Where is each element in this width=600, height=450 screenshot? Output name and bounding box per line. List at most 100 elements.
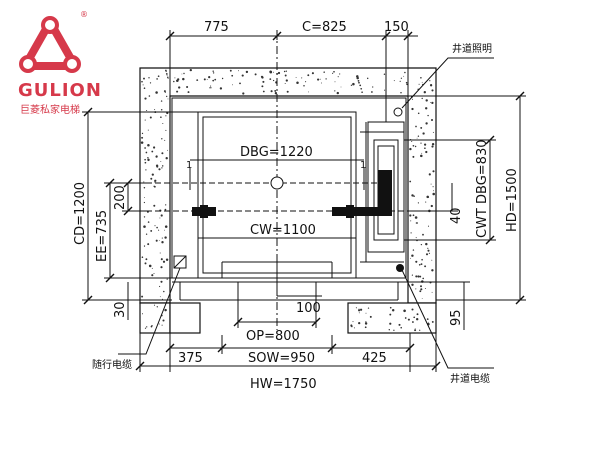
concrete-speckle — [421, 81, 423, 83]
concrete-speckle — [307, 74, 310, 77]
dim-hw: HW=1750 — [250, 377, 317, 392]
concrete-speckle — [303, 84, 305, 87]
concrete-speckle — [317, 78, 320, 81]
concrete-speckle — [284, 83, 286, 84]
concrete-speckle — [433, 190, 434, 192]
concrete-speckle — [417, 112, 420, 115]
concrete-speckle — [165, 69, 167, 72]
concrete-speckle — [428, 252, 431, 254]
concrete-speckle — [158, 239, 160, 241]
concrete-speckle — [404, 71, 406, 74]
concrete-speckle — [384, 89, 386, 91]
concrete-speckle — [400, 92, 402, 94]
concrete-speckle — [196, 79, 199, 81]
concrete-speckle — [153, 304, 156, 306]
concrete-speckle — [364, 326, 367, 329]
concrete-speckle — [426, 195, 429, 199]
concrete-speckle — [242, 92, 245, 95]
concrete-speckle — [365, 312, 367, 314]
concrete-speckle — [417, 135, 420, 137]
concrete-speckle — [353, 327, 355, 329]
concrete-speckle — [167, 98, 169, 100]
concrete-speckle — [161, 138, 163, 140]
concrete-speckle — [165, 157, 168, 160]
concrete-speckle — [358, 321, 361, 325]
concrete-speckle — [431, 101, 434, 105]
concrete-speckle — [161, 324, 163, 326]
concrete-speckle-texture — [140, 68, 435, 332]
concrete-speckle — [162, 319, 165, 322]
concrete-speckle — [155, 91, 158, 94]
concrete-speckle — [165, 204, 167, 206]
concrete-speckle — [145, 233, 148, 235]
concrete-speckle — [144, 158, 146, 161]
concrete-speckle — [364, 322, 368, 325]
dim-door-100: 100 — [296, 301, 321, 316]
concrete-speckle — [365, 321, 367, 323]
concrete-speckle — [431, 320, 434, 323]
concrete-speckle — [413, 195, 415, 197]
logo-node-right — [63, 55, 81, 73]
concrete-speckle — [420, 263, 423, 266]
concrete-speckle — [407, 318, 410, 321]
concrete-speckle — [308, 91, 309, 93]
concrete-speckle — [173, 80, 175, 83]
concrete-speckle — [241, 74, 244, 77]
concrete-speckle — [367, 307, 370, 309]
dim-cw: CW=1100 — [250, 223, 316, 238]
concrete-speckle — [423, 91, 426, 94]
concrete-speckle — [415, 288, 417, 290]
concrete-speckle — [422, 132, 425, 135]
concrete-speckle — [411, 140, 413, 143]
concrete-speckle — [160, 258, 163, 261]
concrete-speckle — [141, 256, 144, 258]
counterweight-assembly — [360, 121, 405, 263]
concrete-speckle — [415, 237, 417, 239]
concrete-speckle — [164, 91, 166, 93]
dim-left-30: 30 — [113, 301, 128, 318]
concrete-speckle — [420, 142, 422, 144]
concrete-speckle — [429, 101, 431, 103]
concrete-speckle — [164, 208, 167, 211]
concrete-speckle — [420, 243, 423, 246]
concrete-speckle — [158, 229, 160, 231]
concrete-speckle — [351, 325, 353, 328]
concrete-speckle — [430, 85, 432, 87]
concrete-speckle — [155, 164, 159, 167]
concrete-speckle — [156, 306, 158, 308]
concrete-speckle — [162, 298, 163, 300]
concrete-speckle — [425, 150, 428, 154]
concrete-speckle — [417, 275, 420, 278]
concrete-speckle — [358, 81, 360, 84]
concrete-speckle — [160, 108, 163, 111]
concrete-speckle — [389, 313, 392, 316]
concrete-speckle — [142, 84, 144, 86]
concrete-speckle — [157, 75, 160, 78]
concrete-speckle — [420, 288, 423, 291]
concrete-speckle — [156, 226, 158, 229]
concrete-speckle — [146, 326, 148, 328]
label-shaft-cable: 井道电缆 — [450, 372, 490, 385]
concrete-speckle — [431, 142, 435, 146]
concrete-speckle — [151, 267, 153, 269]
dim-right-40: 40 — [449, 207, 464, 224]
concrete-speckle — [151, 150, 154, 153]
concrete-speckle — [245, 70, 249, 74]
concrete-speckle — [432, 186, 434, 188]
concrete-speckle — [431, 291, 433, 293]
concrete-speckle — [145, 169, 147, 171]
concrete-speckle — [359, 308, 363, 311]
concrete-speckle — [147, 129, 149, 131]
logo-node-left — [19, 55, 37, 73]
concrete-speckle — [153, 185, 155, 188]
concrete-speckle — [427, 114, 429, 117]
concrete-speckle — [150, 229, 153, 232]
concrete-speckle — [284, 74, 287, 77]
concrete-speckle — [186, 85, 189, 89]
concrete-speckle — [144, 327, 147, 329]
concrete-speckle — [141, 313, 144, 315]
concrete-speckle — [421, 298, 423, 299]
dim-ee: EE=735 — [95, 210, 110, 262]
concrete-speckle — [212, 79, 215, 82]
concrete-speckle — [141, 136, 144, 139]
